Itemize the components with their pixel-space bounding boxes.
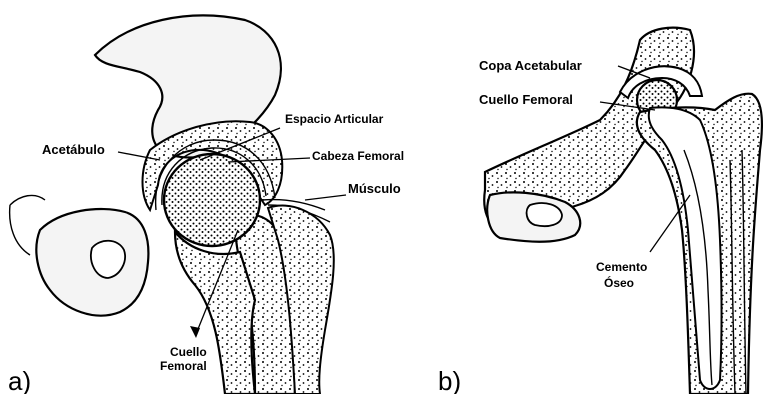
label-cuello-femoral-1: Cuello (170, 345, 207, 359)
panel-b: Copa Acetabular Cuello Femoral Cemento Ó… (438, 28, 762, 394)
label-cuello-femoral-b: Cuello Femoral (479, 92, 573, 107)
label-musculo: Músculo (348, 181, 401, 196)
label-cemento-2: Óseo (604, 275, 634, 290)
obturator-foramen-b (527, 203, 562, 226)
panel-label-b: b) (438, 366, 461, 394)
arrowhead-cuello-femoral (190, 326, 200, 338)
femoral-head (164, 154, 260, 246)
label-cabeza-femoral: Cabeza Femoral (312, 149, 404, 163)
label-espacio-articular: Espacio Articular (285, 112, 384, 126)
label-cemento-1: Cemento (596, 260, 647, 274)
label-acetabulo: Acetábulo (42, 142, 105, 157)
leader-musculo (305, 195, 346, 200)
panel-a: Acetábulo Espacio Articular Cabeza Femor… (8, 15, 404, 394)
label-cuello-femoral-2: Femoral (160, 359, 207, 373)
panel-label-a: a) (8, 366, 31, 394)
label-copa-acetabular: Copa Acetabular (479, 58, 582, 73)
